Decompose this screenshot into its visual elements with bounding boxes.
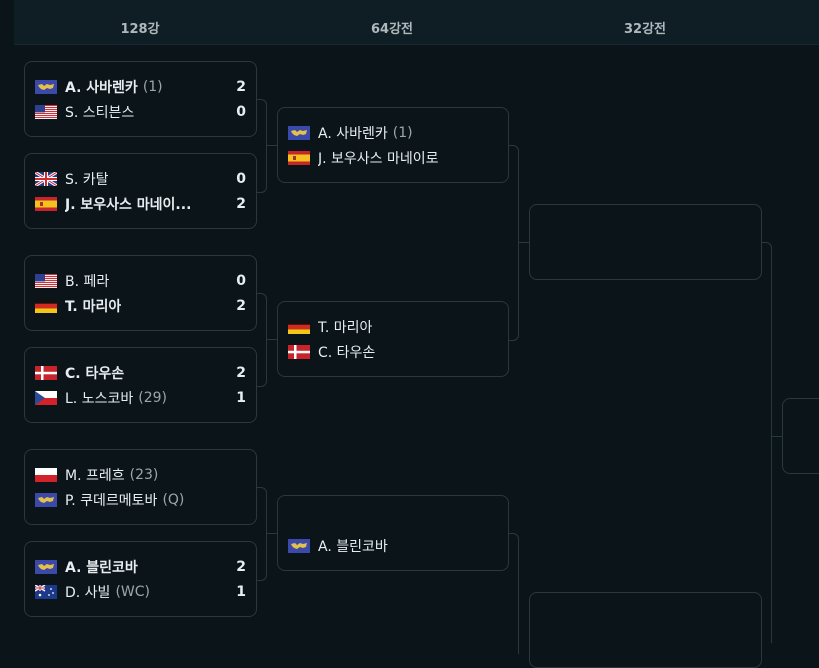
bracket-connector: [257, 293, 267, 387]
player-row: A. 사바렌카 (1): [288, 123, 498, 143]
bracket-connector: [266, 533, 277, 534]
player-row: T. 마리아 2: [35, 296, 246, 316]
set-score: 2: [236, 196, 246, 212]
player-name: A. 블린코바: [65, 560, 138, 576]
player-row: P. 쿠데르메토바 (Q): [35, 490, 246, 510]
flag-icon: [35, 366, 57, 380]
set-score: 2: [236, 298, 246, 314]
player-row: M. 프레흐 (23): [35, 465, 246, 485]
flag-icon: [35, 560, 57, 574]
player-seed: (29): [138, 390, 167, 406]
set-score: 0: [236, 273, 246, 289]
bracket-connector: [257, 99, 267, 193]
flag-icon: [35, 391, 57, 405]
player-seed: (1): [392, 125, 413, 141]
player-name: J. 보우사스 마네이...: [65, 197, 192, 213]
set-score: 2: [236, 365, 246, 381]
player-name: A. 블린코바: [318, 539, 388, 555]
match-card-r64-2[interactable]: T. 마리아 C. 타우손: [277, 301, 509, 377]
player-row: T. 마리아: [288, 317, 498, 337]
player-row: C. 타우손 2: [35, 363, 246, 383]
player-seed: (23): [129, 467, 159, 483]
set-score: 2: [236, 559, 246, 575]
match-card-r128-2[interactable]: S. 카탈 0 J. 보우사스 마네이... 2: [24, 153, 257, 229]
set-score: 1: [236, 584, 246, 600]
player-name: J. 보우사스 마네이로: [318, 151, 439, 167]
flag-icon: [35, 585, 57, 599]
player-name: P. 쿠데르메토바: [65, 493, 158, 509]
player-name: C. 타우손: [65, 366, 125, 382]
flag-icon: [35, 468, 57, 482]
bracket-connector: [509, 145, 519, 341]
flag-icon: [288, 539, 310, 553]
flag-icon: [288, 320, 310, 334]
player-name: S. 카탈: [65, 172, 109, 188]
round-label-128: 128강: [120, 22, 160, 37]
match-card-r128-1[interactable]: A. 사바렌카 (1) 2 S. 스티븐스 0: [24, 61, 257, 137]
flag-icon: [35, 299, 57, 313]
match-card-r128-4[interactable]: C. 타우손 2 L. 노스코바 (29) 1: [24, 347, 257, 423]
flag-icon: [35, 274, 57, 288]
flag-icon: [288, 126, 310, 140]
set-score: 0: [236, 171, 246, 187]
player-row: A. 블린코바 2: [35, 557, 246, 577]
player-name: M. 프레흐: [65, 468, 125, 484]
player-row: J. 보우사스 마네이로: [288, 148, 498, 168]
round-header-bar: 128강 64강전 32강전: [14, 0, 819, 45]
player-row: S. 카탈 0: [35, 169, 246, 189]
player-name: A. 사바렌카: [65, 80, 138, 96]
player-seed: (Q): [162, 492, 185, 508]
player-seed: (WC): [115, 584, 150, 600]
flag-icon: [35, 105, 57, 119]
bracket-connector: [518, 242, 529, 243]
bracket-connector: [509, 533, 519, 654]
match-card-r128-6[interactable]: A. 블린코바 2 D. 사빌 (WC) 1: [24, 541, 257, 617]
player-row: A. 블린코바: [288, 536, 498, 556]
player-name: L. 노스코바: [65, 391, 134, 407]
match-card-r32-1[interactable]: [529, 204, 762, 280]
player-name: T. 마리아: [65, 299, 122, 315]
player-row: C. 타우손: [288, 342, 498, 362]
player-name: T. 마리아: [318, 320, 373, 336]
player-row: B. 페라 0: [35, 271, 246, 291]
match-card-r128-3[interactable]: B. 페라 0 T. 마리아 2: [24, 255, 257, 331]
player-row: D. 사빌 (WC) 1: [35, 582, 246, 602]
bracket-connector: [771, 436, 782, 437]
bracket-connector: [257, 487, 267, 581]
match-card-r64-3[interactable]: A. 블린코바: [277, 495, 509, 571]
player-name: C. 타우손: [318, 345, 376, 361]
match-card-r64-1[interactable]: A. 사바렌카 (1) J. 보우사스 마네이로: [277, 107, 509, 183]
player-name: A. 사바렌카: [318, 126, 388, 142]
round-label-64: 64강전: [370, 22, 414, 37]
player-name: D. 사빌: [65, 585, 111, 601]
flag-icon: [35, 493, 57, 507]
set-score: 2: [236, 79, 246, 95]
bracket-connector: [762, 242, 772, 643]
player-row: L. 노스코바 (29) 1: [35, 388, 246, 408]
flag-icon: [35, 172, 57, 186]
flag-icon: [288, 345, 310, 359]
match-card-r16-1[interactable]: [782, 398, 819, 474]
player-seed: (1): [142, 79, 163, 95]
set-score: 1: [236, 390, 246, 406]
bracket-connector: [266, 145, 277, 146]
bracket-connector: [266, 339, 277, 340]
flag-icon: [288, 151, 310, 165]
player-row: S. 스티븐스 0: [35, 102, 246, 122]
player-name: B. 페라: [65, 274, 110, 290]
match-card-r32-2[interactable]: [529, 592, 762, 668]
set-score: 0: [236, 104, 246, 120]
match-card-r128-5[interactable]: M. 프레흐 (23) P. 쿠데르메토바 (Q): [24, 449, 257, 525]
round-label-32: 32강전: [623, 22, 667, 37]
player-row: J. 보우사스 마네이... 2: [35, 194, 246, 214]
flag-icon: [35, 80, 57, 94]
player-name: S. 스티븐스: [65, 105, 135, 121]
player-row: A. 사바렌카 (1) 2: [35, 77, 246, 97]
flag-icon: [35, 197, 57, 211]
